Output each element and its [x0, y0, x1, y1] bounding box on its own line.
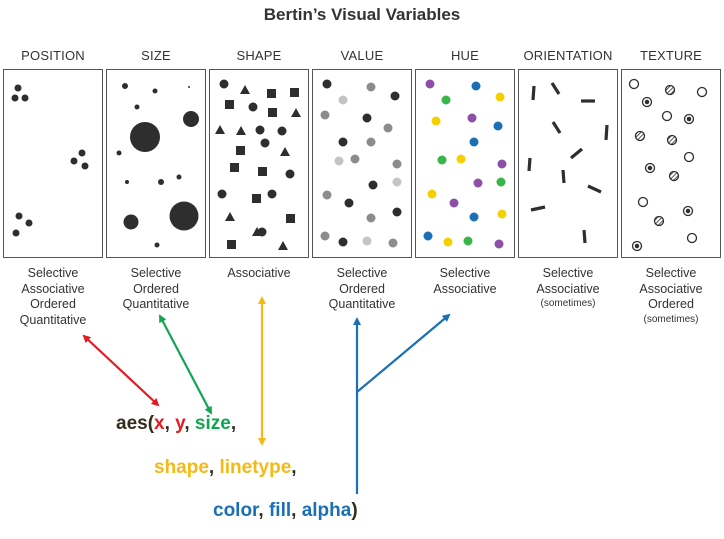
code-color: color [213, 500, 259, 521]
header-shape: SHAPE [236, 48, 282, 63]
panel-hue [415, 69, 515, 258]
header-texture: TEXTURE [639, 48, 703, 63]
code-comma: , [184, 413, 195, 434]
props-value: Selective Ordered Quantitative [312, 266, 412, 313]
header-size: SIZE [141, 48, 171, 63]
hue-dots [423, 79, 507, 249]
code-comma: , [258, 500, 269, 521]
prop-selective: Selective [130, 266, 182, 280]
prop-selective: Selective [439, 266, 491, 280]
props-position: Selective Associative Ordered Quantitati… [3, 266, 103, 328]
shape-marks [215, 79, 301, 250]
prop-associative: Associative [21, 281, 85, 296]
header-orientation: ORIENTATION [523, 48, 613, 63]
arrow-position [82, 334, 160, 407]
arrow-size [159, 314, 212, 415]
prop-selective: Selective [27, 266, 79, 280]
prop-ordered: Ordered [648, 297, 694, 311]
prop-selective: Selective [336, 266, 388, 280]
panel-orientation [518, 69, 618, 258]
prop-note-sometimes: (sometimes) [540, 298, 596, 309]
code-comma: , [164, 413, 176, 434]
prop-note-sometimes: (sometimes) [643, 313, 699, 325]
props-orientation: Selective Associative (sometimes) [518, 266, 618, 311]
header-position: POSITION [21, 48, 85, 63]
prop-associative: Associative [639, 281, 703, 296]
page-title: Bertin’s Visual Variables [263, 5, 461, 24]
code-line-2: shape, linetype, [154, 457, 297, 479]
code-comma: , [230, 413, 237, 434]
code-close-paren: ) [351, 500, 358, 521]
prop-quantitative: Quantitative [122, 297, 190, 311]
panel-texture [621, 69, 721, 258]
code-aes: aes( [116, 413, 155, 434]
code-line-1: aes(x, y, size, [116, 413, 236, 435]
code-comma: , [291, 457, 297, 478]
code-comma: , [291, 500, 302, 521]
prop-quantitative: Quantitative [19, 312, 87, 327]
prop-ordered: Ordered [339, 281, 385, 296]
code-x: x [154, 413, 165, 434]
panel-size [106, 69, 206, 258]
code-fill: fill [268, 500, 292, 521]
header-hue: HUE [450, 48, 480, 63]
size-dots [116, 83, 199, 248]
props-texture: Selective Associative Ordered (sometimes… [621, 266, 721, 327]
value-dots [320, 79, 402, 248]
panel-shape [209, 69, 309, 258]
prop-associative: Associative [536, 281, 600, 296]
arrow-hue [356, 313, 451, 393]
prop-selective: Selective [542, 266, 594, 280]
props-shape: Associative [209, 266, 309, 282]
code-linetype: linetype [219, 457, 292, 478]
panel-value [312, 69, 412, 258]
header-value: VALUE [340, 48, 384, 63]
prop-quantitative: Quantitative [328, 297, 396, 311]
code-shape: shape [154, 457, 209, 478]
orientation-marks [527, 82, 609, 244]
prop-selective: Selective [645, 266, 697, 280]
code-line-3: color, fill, alpha) [213, 500, 358, 522]
code-size: size [194, 413, 231, 434]
prop-associative: Associative [227, 266, 291, 280]
props-hue: Selective Associative [415, 266, 515, 297]
code-comma: , [208, 457, 220, 478]
position-dots [11, 84, 89, 237]
prop-ordered: Ordered [133, 281, 179, 296]
prop-associative: Associative [433, 281, 497, 296]
prop-ordered: Ordered [30, 297, 76, 311]
texture-marks [628, 78, 708, 252]
panel-position [3, 69, 103, 258]
code-alpha: alpha [301, 500, 352, 521]
code-y: y [175, 413, 185, 434]
props-size: Selective Ordered Quantitative [106, 266, 206, 313]
